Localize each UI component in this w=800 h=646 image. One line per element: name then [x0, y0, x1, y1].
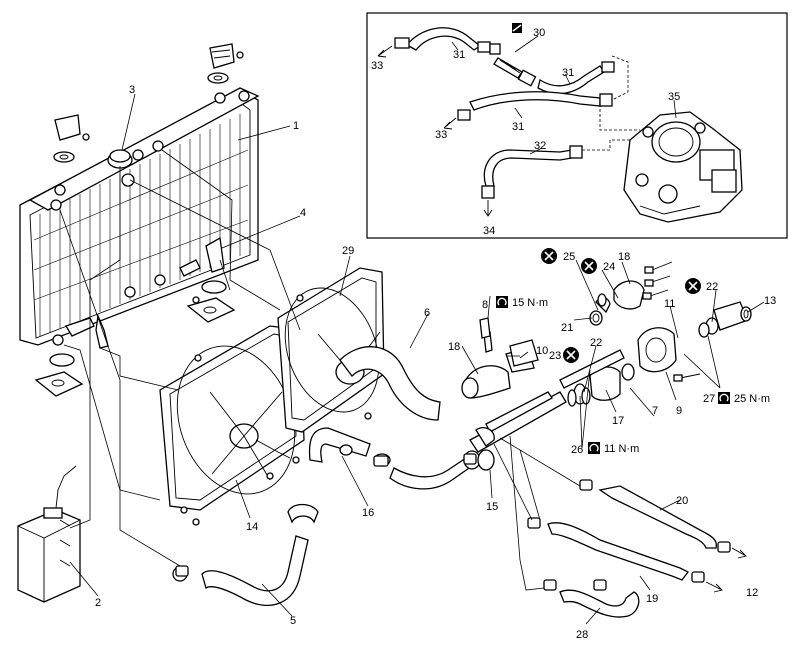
callout-14: 14: [246, 521, 258, 533]
radiator-mount-brackets: [34, 43, 244, 397]
heater-hose-19: [547, 522, 689, 581]
callout-labels: 1 2 3 4 5 6 7 8 9 10 11 12 13 14 15 16 1…: [95, 84, 776, 641]
callout-24: 24: [603, 261, 615, 273]
hose-16: [308, 427, 371, 463]
callout-7: 7: [652, 405, 658, 417]
arrow-to-12-lower: [705, 581, 723, 593]
callout-30: 30: [533, 27, 545, 39]
callout-8: 8: [482, 299, 488, 311]
bracket-4: [205, 236, 225, 273]
hose-31-upper: [406, 27, 482, 51]
callout-29: 29: [342, 245, 354, 257]
reservoir-overflow-hose: [55, 465, 77, 509]
heater-hose-28: [559, 589, 640, 618]
arrow-to-33-upper: [377, 45, 393, 58]
callout-25: 25: [563, 251, 575, 263]
callout-23: 23: [549, 350, 561, 362]
callout-31: 31: [512, 121, 524, 133]
torque-wrench-icon: [588, 442, 600, 454]
callout-20: 20: [676, 495, 688, 507]
callout-18: 18: [448, 341, 460, 353]
throttle-body-35: [623, 111, 743, 223]
torque-specs: 15 N·m 11 N·m 25 N·m: [512, 297, 770, 455]
thermostat-cover-9: [637, 327, 677, 373]
callout-27: 27: [703, 393, 715, 405]
heater-hose-20: [598, 485, 718, 549]
callout-32: 32: [534, 140, 546, 152]
callout-17: 17: [612, 415, 624, 427]
hose-31-lower: [469, 91, 601, 111]
callout-19: 19: [646, 593, 658, 605]
callout-26: 26: [571, 444, 583, 456]
callout-35: 35: [668, 91, 680, 103]
torque-value-25: 25 N·m: [734, 393, 770, 405]
routing-lines: [59, 149, 581, 591]
torque-wrench-icon: [718, 392, 730, 404]
callout-4: 4: [300, 207, 306, 219]
hose-clamp-upper-right: [477, 41, 491, 53]
callout-leaders: [69, 93, 765, 625]
arrow-to-12-upper: [731, 547, 747, 559]
torque-value-11: 11 N·m: [604, 443, 639, 455]
torque-wrench-icon: [496, 296, 508, 308]
callout-34: 34: [483, 225, 495, 237]
torque-value-15: 15 N·m: [512, 297, 548, 309]
callout-10: 10: [536, 345, 548, 357]
hose-clamp: [287, 503, 319, 524]
do-not-reuse-icon: [685, 278, 701, 294]
valve-30: [493, 57, 523, 79]
coolant-temp-sensor-8: [479, 317, 491, 339]
arrow-to-34: [483, 200, 493, 217]
callout-22: 22: [590, 337, 602, 349]
callout-13: 13: [764, 295, 776, 307]
callout-28: 28: [576, 629, 588, 641]
radiator-1: [19, 87, 260, 349]
callout-16: 16: [362, 507, 374, 519]
callout-12: 12: [746, 587, 758, 599]
callout-18: 18: [618, 251, 630, 263]
reservoir-tank-2: [17, 465, 81, 603]
water-outlet-assembly: [461, 261, 752, 471]
do-not-reuse-icon: [541, 248, 557, 264]
callout-21: 21: [561, 322, 573, 334]
upper-radiator-hose-6: [339, 346, 441, 421]
callout-15: 15: [486, 501, 498, 513]
callout-22: 22: [706, 281, 718, 293]
callout-31: 31: [453, 49, 465, 61]
callout-2: 2: [95, 597, 101, 609]
hose-32: [483, 149, 573, 187]
callout-31: 31: [562, 67, 574, 79]
callout-5: 5: [290, 615, 296, 627]
fan-shroud-14: [159, 325, 305, 526]
callout-6: 6: [424, 307, 430, 319]
callout-33: 33: [371, 60, 383, 72]
do-not-reuse-icon: [563, 347, 579, 363]
callout-11: 11: [664, 298, 675, 310]
callout-33: 33: [435, 129, 447, 141]
hose-clamps: [175, 453, 731, 591]
arrow-to-33-lower: [443, 117, 457, 130]
callout-3: 3: [129, 84, 135, 96]
lower-radiator-hose-5: [201, 535, 309, 606]
throttle-body-inset: 30 31 31 31 32 33 33 34 35: [366, 12, 788, 239]
callout-9: 9: [676, 405, 682, 417]
do-not-reuse-icon: [581, 258, 597, 274]
callout-1: 1: [293, 120, 299, 132]
hose-clamp-upper-left: [394, 37, 410, 49]
